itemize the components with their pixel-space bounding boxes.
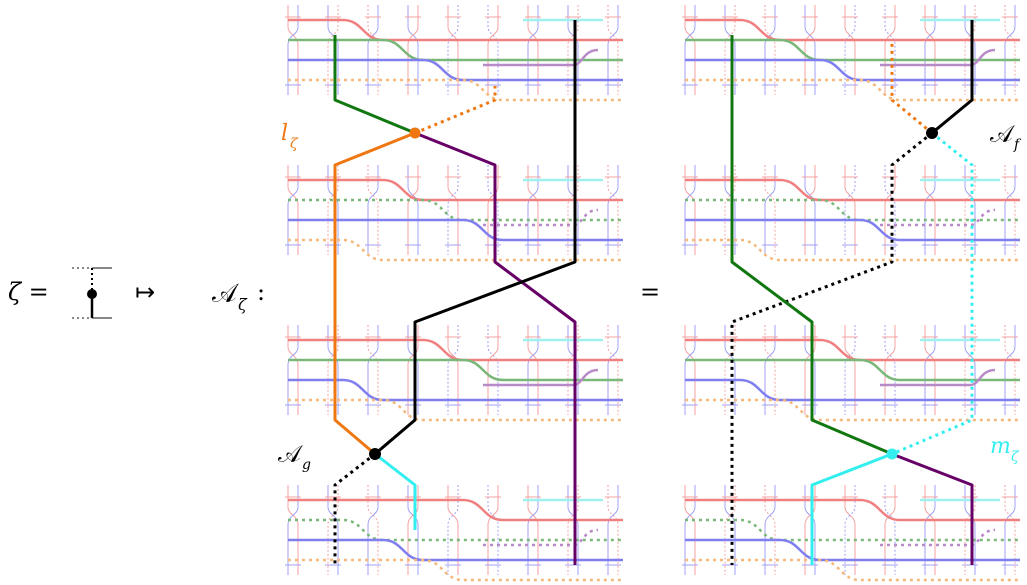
m-zeta-label: m: [990, 434, 1011, 459]
left-cyan-path: [374, 452, 417, 530]
right-black-path: [931, 20, 974, 135]
left-black-dotted: [333, 452, 376, 565]
A-g-subscript: g: [302, 457, 311, 473]
zeta-generator-icon: [72, 267, 112, 319]
right-cyan-path: [810, 452, 893, 565]
right-black-dotted: [730, 131, 933, 565]
left-purple-path: [414, 131, 577, 565]
formula: ζ = ↦ 𝒜 ζ : =: [8, 267, 660, 319]
right-green-path: [730, 35, 893, 456]
right-bottom-node: [886, 448, 898, 460]
right-diagram-background: [682, 5, 1020, 582]
left-top-node: [409, 127, 421, 139]
A-zeta-subscript: ζ: [238, 295, 248, 314]
A-zeta-label: 𝒜: [212, 279, 239, 309]
A-f-subscript: f: [1013, 137, 1022, 153]
left-black-path: [374, 20, 577, 456]
colon: :: [257, 278, 265, 306]
left-orange-path: [333, 131, 416, 456]
A-g-label: 𝒜: [278, 440, 303, 468]
right-diagram: [730, 20, 974, 565]
right-top-node: [926, 127, 938, 139]
left-diagram: [333, 20, 577, 565]
equals-sign: =: [640, 278, 660, 306]
left-bottom-node: [369, 448, 381, 460]
l-zeta-label: l: [281, 121, 288, 146]
zeta-equals: ζ =: [8, 278, 49, 306]
m-zeta-subscript: ζ: [1011, 449, 1020, 465]
left-diagram-background: [285, 5, 623, 582]
right-orange-dotted: [890, 40, 933, 135]
right-purple-path: [891, 452, 974, 565]
left-green-path: [333, 35, 416, 135]
node-labels: l ζ 𝒜 f 𝒜 g m ζ: [278, 120, 1022, 473]
l-zeta-subscript: ζ: [290, 136, 299, 152]
maps-to-arrow: ↦: [135, 278, 155, 306]
A-f-label: 𝒜: [990, 120, 1015, 148]
left-orange-dotted-top: [414, 86, 497, 135]
